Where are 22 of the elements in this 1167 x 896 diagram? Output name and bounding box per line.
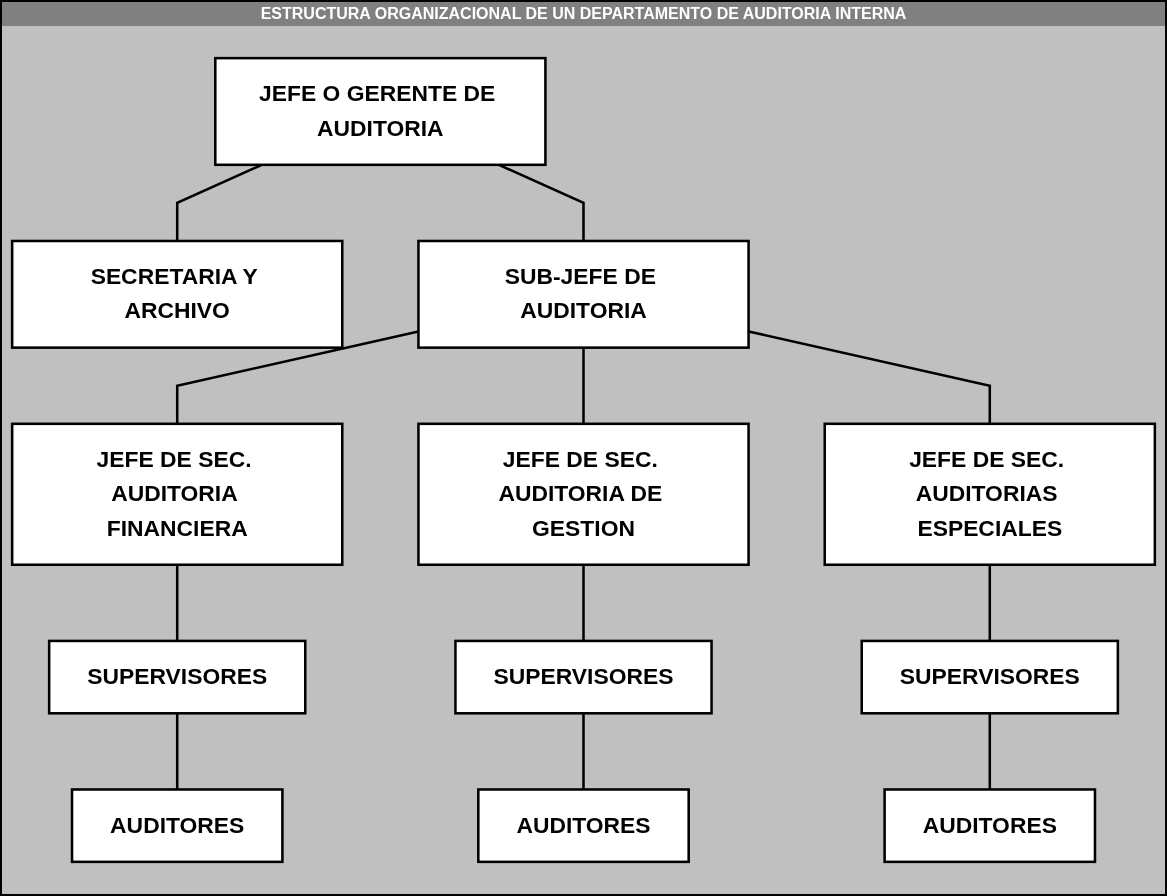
node-box: JEFE O GERENTE DE AUDITORIA: [214, 56, 547, 167]
node-box: SUPERVISORES: [860, 639, 1120, 715]
node-box: JEFE DE SEC. AUDITORIA DE GESTION: [417, 422, 750, 566]
connector: [988, 713, 992, 790]
node-box: SECRETARIA Y ARCHIVO: [10, 239, 344, 349]
node-box: SUPERVISORES: [47, 639, 307, 715]
node-box: AUDITORES: [477, 788, 690, 864]
connector: [988, 564, 992, 641]
connector: [748, 330, 992, 424]
node-box: JEFE DE SEC. AUDITORIA FINANCIERA: [10, 422, 344, 566]
connector: [175, 713, 179, 790]
connector: [175, 564, 179, 641]
node-box: JEFE DE SEC. AUDITORIAS ESPECIALES: [823, 422, 1157, 566]
node-box: AUDITORES: [70, 788, 284, 864]
connector: [175, 330, 419, 424]
node-box: SUB-JEFE DE AUDITORIA: [417, 239, 750, 349]
connector: [582, 347, 585, 424]
diagram-title: ESTRUCTURA ORGANIZACIONAL DE UN DEPARTAMENTO DE AUDITORIA INTERNA: [2, 2, 1165, 26]
node-box: SUPERVISORES: [454, 639, 713, 715]
node-box: AUDITORES: [883, 788, 1097, 864]
connector: [582, 564, 585, 641]
connector: [582, 713, 585, 790]
